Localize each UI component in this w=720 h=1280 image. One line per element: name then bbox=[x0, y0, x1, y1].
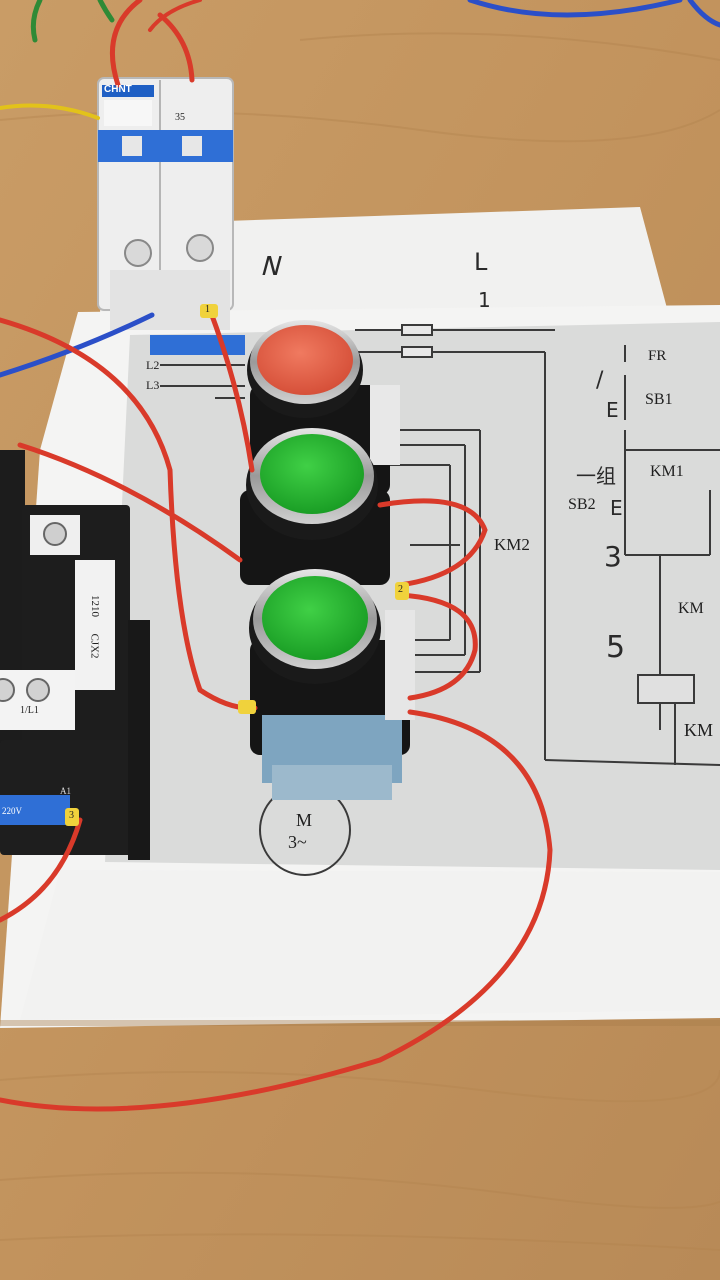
wire-tag-label: 2 bbox=[398, 584, 403, 595]
wire-tag bbox=[395, 582, 409, 600]
schematic-sb2: SB2 bbox=[568, 496, 596, 513]
contactor-coil: 220V bbox=[2, 806, 22, 816]
contactor bbox=[0, 450, 150, 860]
handwriting-l: L bbox=[474, 248, 488, 276]
handwriting-slash: / bbox=[596, 368, 604, 393]
circuit-breaker bbox=[97, 77, 245, 355]
handwriting-three: 3 bbox=[604, 540, 622, 573]
schematic-km-coil: KM bbox=[684, 720, 714, 740]
schematic-km2: KM2 bbox=[494, 535, 530, 554]
schematic-motor-phase: 3~ bbox=[288, 832, 307, 852]
schematic-km-aux: KM bbox=[678, 600, 704, 617]
paper-margin bbox=[20, 870, 720, 1020]
handwriting-one: 1 bbox=[478, 288, 491, 312]
breaker-rating: 35 bbox=[175, 112, 185, 123]
schematic-fr: FR bbox=[648, 348, 667, 364]
wire-tag-label: 1 bbox=[205, 304, 210, 315]
button-assembly bbox=[240, 320, 415, 800]
schematic-sb1: SB1 bbox=[645, 391, 673, 408]
contactor-terminal: 1/L1 bbox=[20, 705, 39, 716]
handwriting-e2: E bbox=[610, 496, 623, 520]
wire-tag bbox=[200, 304, 218, 318]
handwriting-five: 5 bbox=[606, 630, 626, 665]
wire-tag bbox=[65, 808, 79, 826]
handwriting-e1: E bbox=[606, 398, 619, 422]
contactor-code: 1210 bbox=[89, 595, 101, 617]
start-button-2 bbox=[262, 576, 368, 660]
wire-tag bbox=[238, 700, 256, 714]
contactor-model: CJX2 bbox=[88, 633, 101, 659]
start-button-1 bbox=[260, 434, 364, 514]
wire-tag-label: 3 bbox=[69, 810, 74, 821]
schematic-km1: KM1 bbox=[650, 463, 684, 480]
breaker-brand: CHNT bbox=[104, 84, 132, 95]
back-paper bbox=[98, 207, 668, 334]
stop-button bbox=[257, 325, 353, 395]
handwriting-group: 一组 bbox=[576, 464, 616, 488]
wires bbox=[0, 0, 720, 1112]
contactor-tag: A1 bbox=[60, 786, 71, 796]
schematic-l3: L3 bbox=[146, 378, 160, 392]
schematic-motor: M bbox=[296, 810, 313, 830]
schematic-l2: L2 bbox=[146, 358, 160, 372]
